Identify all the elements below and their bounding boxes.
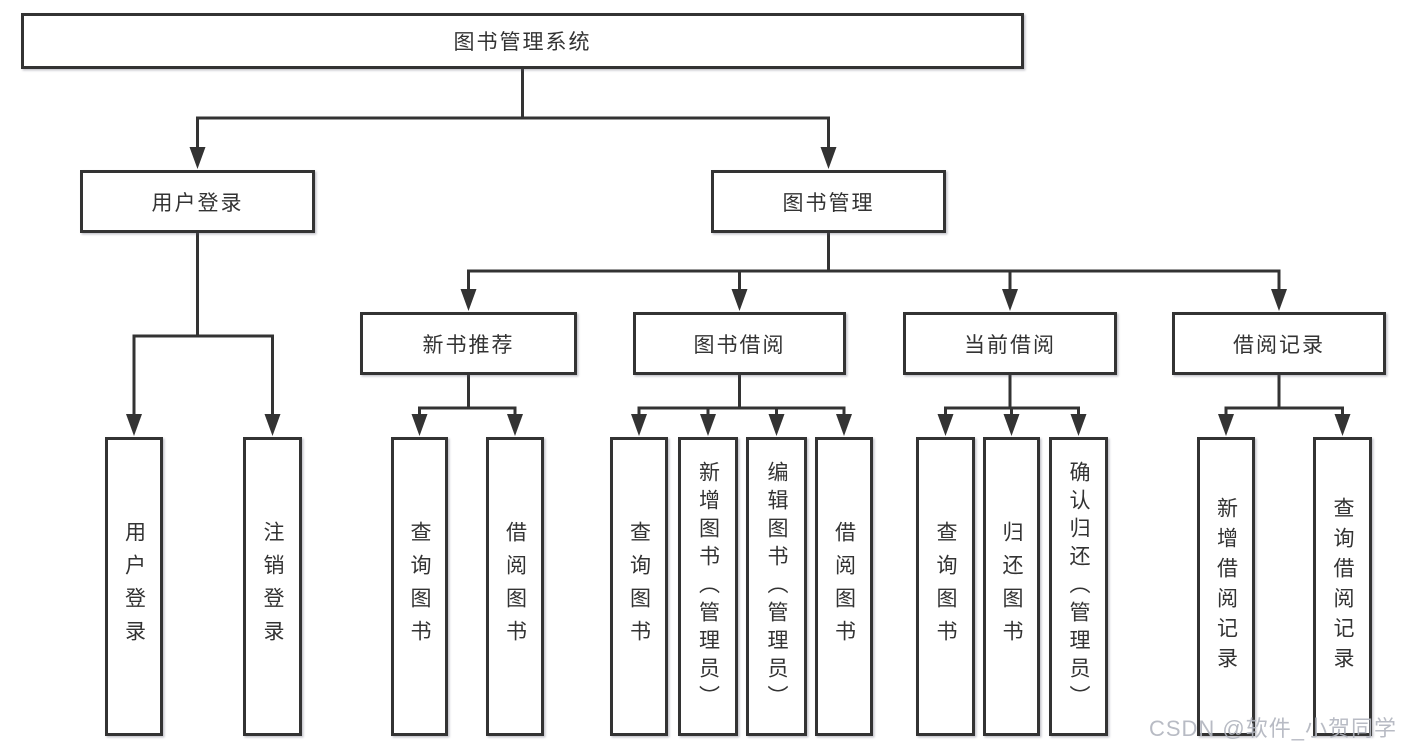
leaf-borrow-books-recommend: 借阅图书 xyxy=(486,437,544,736)
leaf-add-borrow-record-label: 新增借阅记录 xyxy=(1214,496,1238,677)
leaf-user-login: 用户登录 xyxy=(105,437,163,736)
node-user-login: 用户登录 xyxy=(80,170,315,233)
node-book-borrow-label: 图书借阅 xyxy=(693,333,786,357)
node-book-management-label: 图书管理 xyxy=(782,191,875,215)
leaf-query-books-recommend: 查询图书 xyxy=(391,437,448,736)
leaf-edit-books-admin-label: 编辑图书（管理员） xyxy=(765,460,788,713)
leaf-return-books: 归还图书 xyxy=(983,437,1040,736)
leaf-query-books-recommend-label: 查询图书 xyxy=(408,520,431,653)
node-borrow-records-label: 借阅记录 xyxy=(1233,333,1325,357)
leaf-add-books-admin-label: 新增图书（管理员） xyxy=(696,460,720,713)
node-user-login-label: 用户登录 xyxy=(151,191,244,215)
leaf-borrow-books-label: 借阅图书 xyxy=(832,520,856,653)
leaf-logout-label: 注销登录 xyxy=(261,520,284,653)
leaf-borrow-books: 借阅图书 xyxy=(815,437,873,736)
node-current-borrow: 当前借阅 xyxy=(903,312,1117,375)
leaf-query-borrow-record: 查询借阅记录 xyxy=(1313,437,1372,736)
leaf-return-books-label: 归还图书 xyxy=(1000,520,1023,653)
node-root: 图书管理系统 xyxy=(21,13,1024,69)
node-book-borrow: 图书借阅 xyxy=(633,312,846,375)
node-root-label: 图书管理系统 xyxy=(453,31,592,54)
leaf-logout: 注销登录 xyxy=(243,437,302,736)
leaf-add-borrow-record: 新增借阅记录 xyxy=(1197,437,1255,736)
leaf-confirm-return-admin-label: 确认归还（管理员） xyxy=(1067,460,1090,713)
node-current-borrow-label: 当前借阅 xyxy=(964,333,1056,357)
node-borrow-records: 借阅记录 xyxy=(1172,312,1386,375)
leaf-add-books-admin: 新增图书（管理员） xyxy=(678,437,738,736)
leaf-confirm-return-admin: 确认归还（管理员） xyxy=(1049,437,1108,736)
leaf-query-books-borrow: 查询图书 xyxy=(610,437,668,736)
node-new-book-recommend-label: 新书推荐 xyxy=(422,333,515,357)
node-new-book-recommend: 新书推荐 xyxy=(360,312,577,375)
leaf-borrow-books-recommend-label: 借阅图书 xyxy=(503,520,527,653)
leaf-query-books-current-label: 查询图书 xyxy=(934,520,957,653)
leaf-query-books-borrow-label: 查询图书 xyxy=(627,520,651,653)
leaf-edit-books-admin: 编辑图书（管理员） xyxy=(746,437,807,736)
arrowhead-icons xyxy=(126,147,1351,436)
leaf-query-borrow-record-label: 查询借阅记录 xyxy=(1331,496,1354,677)
node-book-management: 图书管理 xyxy=(711,170,946,233)
leaf-query-books-current: 查询图书 xyxy=(916,437,975,736)
leaf-user-login-label: 用户登录 xyxy=(122,520,146,653)
